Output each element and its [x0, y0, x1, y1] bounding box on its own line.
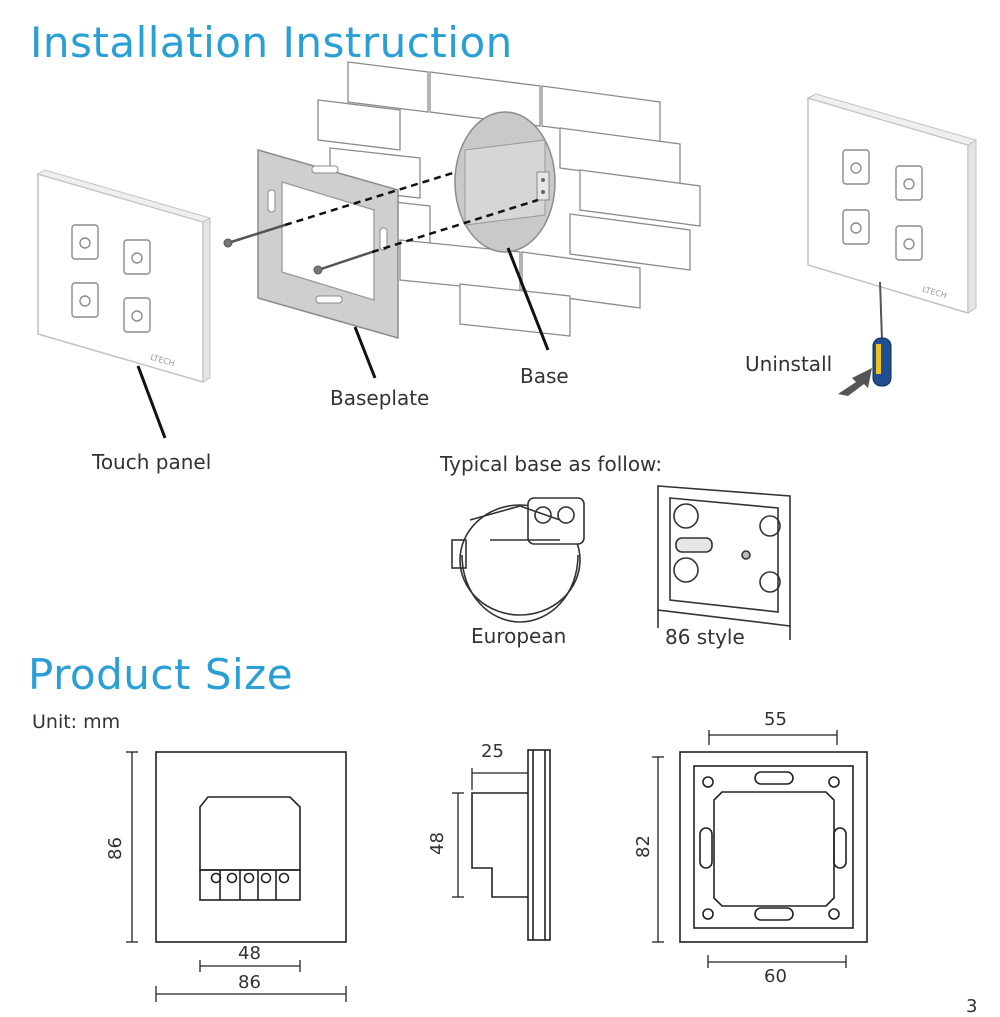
label-base: Base — [520, 364, 569, 388]
screws — [223, 223, 373, 275]
product-size-title: Product Size — [28, 650, 294, 699]
page-number: 3 — [966, 996, 978, 1017]
label-touch-panel: Touch panel — [92, 450, 212, 474]
label-baseplate: Baseplate — [330, 386, 430, 410]
dim-back-bottom-width: 60 — [764, 966, 787, 987]
front-dimensions — [126, 751, 347, 1002]
side-dimensions — [452, 768, 528, 898]
back-dimensions — [652, 730, 847, 968]
screwdriver-icon — [872, 281, 892, 387]
back-view — [679, 751, 868, 943]
86-style-base-drawing — [657, 485, 791, 640]
european-base-drawing — [451, 497, 585, 623]
leader-lines — [136, 247, 550, 439]
dim-front-width: 86 — [238, 972, 261, 993]
dim-side-depth: 25 — [481, 741, 504, 762]
installation-title: Installation Instruction — [30, 18, 513, 67]
dim-side-height: 48 — [426, 832, 448, 855]
uninstall-arrow-icon — [838, 368, 872, 396]
label-european: European — [471, 624, 567, 648]
dim-back-top-width: 55 — [764, 709, 787, 730]
label-86-style: 86 style — [665, 625, 745, 649]
unit-label: Unit: mm — [32, 711, 121, 733]
side-view — [471, 749, 551, 941]
dim-back-height: 82 — [632, 835, 654, 858]
label-typical-base: Typical base as follow: — [440, 452, 663, 476]
front-view — [155, 751, 347, 943]
touch-panel-right — [806, 93, 978, 315]
dim-front-height: 86 — [104, 837, 126, 860]
label-uninstall: Uninstall — [745, 352, 833, 376]
alignment-dashes — [284, 170, 539, 254]
touch-panel-left — [36, 169, 212, 383]
baseplate-plate — [257, 149, 399, 339]
dim-front-inner-width: 48 — [238, 943, 261, 964]
